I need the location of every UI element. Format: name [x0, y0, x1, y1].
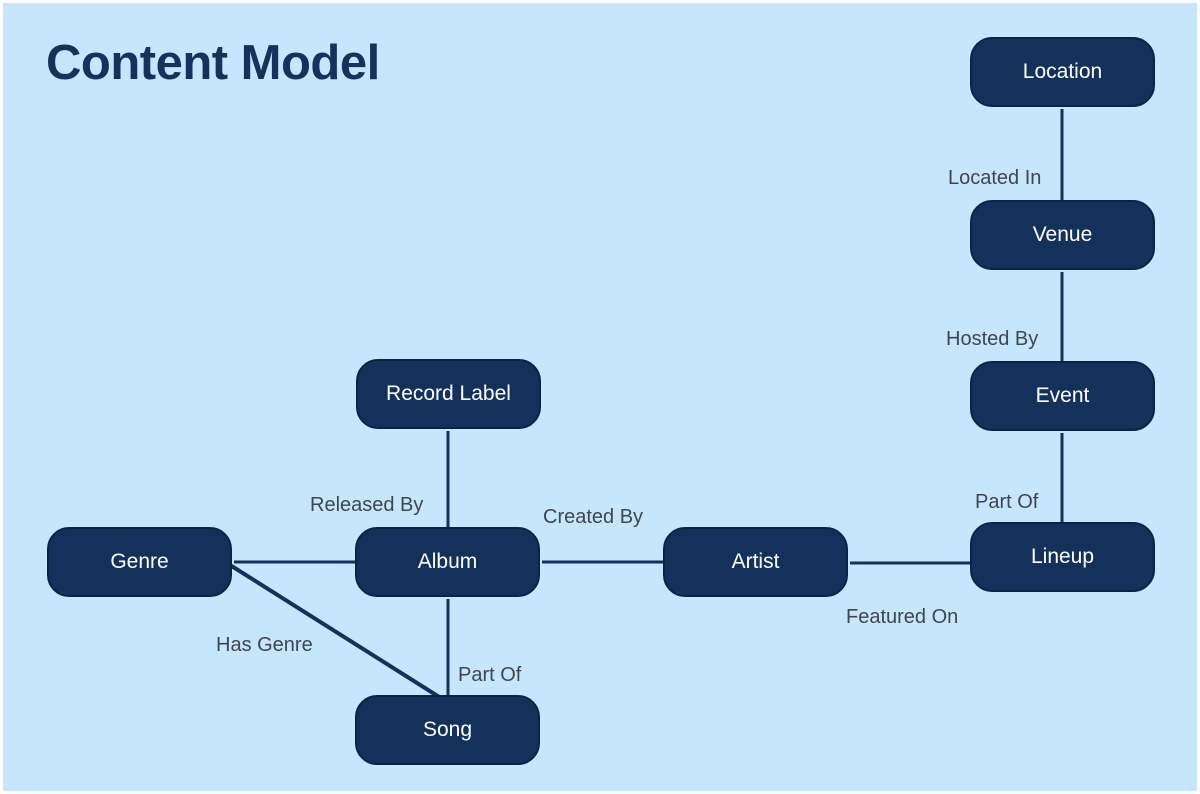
- node-venue: Venue: [970, 200, 1155, 270]
- edge-label-featured-on: Featured On: [846, 606, 959, 628]
- edge-label-located-in: Located In: [948, 167, 1042, 189]
- edge-label-hosted-by: Hosted By: [946, 328, 1039, 350]
- node-album: Album: [355, 527, 540, 597]
- edge-genre-song: [228, 563, 446, 702]
- node-artist: Artist: [663, 527, 848, 597]
- node-lineup: Lineup: [970, 522, 1155, 592]
- edge-label-has-genre: Has Genre: [216, 634, 313, 656]
- node-event: Event: [970, 361, 1155, 431]
- node-location: Location: [970, 37, 1155, 107]
- edge-label-part-of-lineup: Part Of: [975, 491, 1039, 513]
- node-song: Song: [355, 695, 540, 765]
- node-record-label: Record Label: [356, 359, 541, 429]
- edge-lines: [228, 109, 1064, 702]
- edge-label-part-of-song: Part Of: [458, 664, 522, 686]
- edge-label-released-by: Released By: [310, 494, 424, 516]
- edge-label-created-by: Created By: [543, 506, 644, 528]
- node-genre: Genre: [47, 527, 232, 597]
- page-title: Content Model: [46, 36, 380, 90]
